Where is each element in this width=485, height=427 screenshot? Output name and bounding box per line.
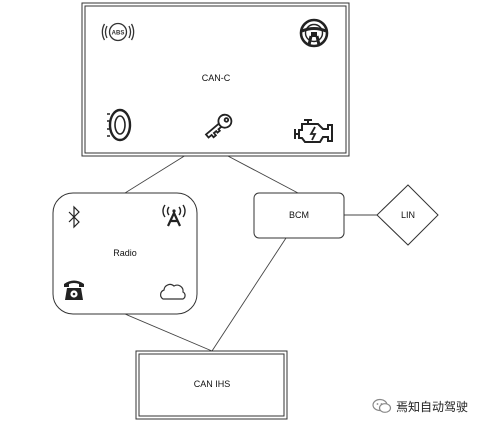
cloud-icon (160, 283, 186, 300)
tire-icon (107, 108, 132, 142)
lin-node[interactable]: LIN (376, 184, 439, 246)
engine-icon (294, 119, 333, 143)
bcm-label: BCM (289, 210, 309, 220)
abs-warning-icon: ABS (101, 22, 135, 42)
key-icon (204, 113, 233, 139)
bluetooth-icon (68, 205, 80, 229)
svg-text:ABS: ABS (112, 30, 125, 36)
steering-wheel-icon (299, 18, 329, 48)
bcm-node[interactable]: BCM (253, 192, 345, 239)
antenna-icon (162, 204, 186, 227)
can-ihs-node[interactable]: CAN IHS (135, 350, 288, 420)
edge-canc-bcm (225, 154, 299, 194)
can-c-node[interactable]: CAN-C ABS (81, 2, 350, 157)
watermark: 焉知自动驾驶 (372, 396, 468, 416)
radio-label: Radio (113, 248, 137, 258)
edge-bcm-canihs (211, 237, 287, 352)
edge-radio-canihs (124, 313, 213, 352)
can-ihs-label: CAN IHS (194, 379, 231, 389)
edge-canc-radio (124, 154, 187, 194)
wechat-logo-icon (372, 398, 392, 413)
lin-label: LIN (401, 210, 415, 220)
can-c-label: CAN-C (202, 73, 231, 83)
radio-node[interactable]: Radio (52, 192, 198, 315)
connections (124, 154, 377, 352)
watermark-text: 焉知自动驾驶 (396, 399, 469, 414)
telephone-icon (64, 280, 84, 300)
